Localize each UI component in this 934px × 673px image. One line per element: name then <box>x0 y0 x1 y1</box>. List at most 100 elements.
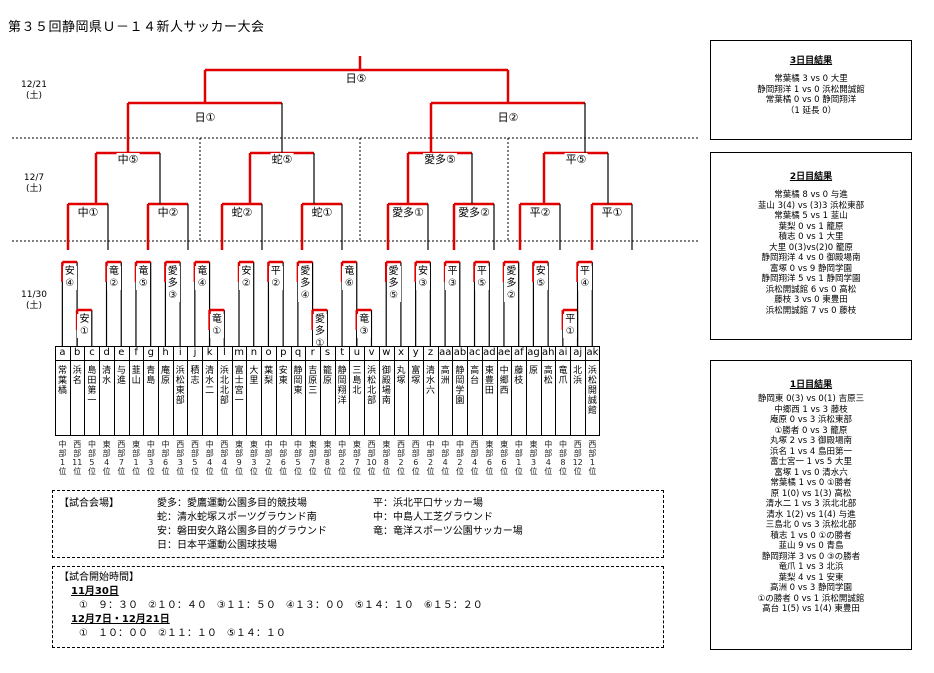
team-name: 藤枝 <box>514 366 524 386</box>
team-code: q <box>294 347 302 358</box>
result-line: 積志 0 vs 1 大里 <box>778 232 844 242</box>
team-grid-column-line <box>349 346 351 436</box>
team-seed: 中部1位 <box>514 440 523 476</box>
match-label-r1: 平① <box>563 314 578 338</box>
result-line: 葉梨 0 vs 1 籠原 <box>778 221 844 232</box>
team-seed: 中部2位 <box>264 440 273 476</box>
result-line: 静岡翔洋 4 vs 0 御殿場南 <box>761 253 861 263</box>
team-seed: 西部4位 <box>220 440 229 476</box>
team-name: 北浜 <box>573 366 583 386</box>
match-label-r1: 愛多⑤ <box>386 266 401 302</box>
venue-list-right: 平：浜北平口サッカー場 中：中島人工芝グラウンド 竜：竜洋スポーツ公園サッカー場 <box>373 498 523 537</box>
team-code: ad <box>483 347 496 358</box>
result-line: 常葉橘 5 vs 1 韮山 <box>774 211 848 221</box>
match-label-r2: 中① <box>76 206 100 219</box>
match-label-r2: 蛇① <box>310 206 334 219</box>
team-name: 富士宮一 <box>234 366 244 406</box>
match-label-r1: 安⑤ <box>533 266 548 290</box>
venue-header: 【試合会場】 <box>59 498 119 509</box>
team-seed: 中部4位 <box>544 440 553 476</box>
result-line: 常葉橘 1 vs 0 ①勝者 <box>770 478 852 488</box>
team-grid-column-line <box>496 346 498 436</box>
team-seed: 東部9位 <box>235 440 244 476</box>
team-code: d <box>103 347 110 358</box>
team-code: y <box>412 347 419 358</box>
team-code: ag <box>527 347 540 358</box>
team-seed: 中部1位 <box>58 440 67 476</box>
match-label-r3: 平⑤ <box>564 153 588 166</box>
match-label-r1: 平③ <box>445 266 460 290</box>
match-label-r1: 愛多① <box>312 314 327 350</box>
team-code: af <box>513 347 524 358</box>
team-seed: 中部2位 <box>455 440 464 476</box>
team-seed: 東部7位 <box>308 440 317 476</box>
team-name: 浜名 <box>72 366 82 386</box>
team-code: j <box>193 347 197 358</box>
team-grid-column-line <box>481 346 483 436</box>
team-name: 安東 <box>278 366 288 386</box>
result-line: 高洲 0 vs 3 静岡学園 <box>769 583 853 593</box>
page-title: 第３５回静岡県Ｕ－１４新人サッカー大会 <box>8 20 265 35</box>
team-name: 高台 <box>470 366 480 386</box>
team-grid-column-line <box>261 346 263 436</box>
result-line: 静岡翔洋 1 vs 0 浜松開誠館 <box>757 84 865 95</box>
team-name: 清水 <box>102 366 112 386</box>
day-label-11-30: 11/30(土) <box>21 290 47 311</box>
team-name: 清水二 <box>205 366 215 396</box>
team-grid-column-line <box>423 346 424 436</box>
team-seed: 東部8位 <box>323 440 332 476</box>
times-box: 【試合開始時間】 11月30日 ① ９：３０ ②１０：４０ ③１１：５０ ④１３… <box>52 566 664 648</box>
match-label-r3: 中⑤ <box>116 153 140 166</box>
team-name: 竜爪 <box>558 366 568 386</box>
match-label-r1: 竜④ <box>195 266 210 290</box>
team-code: g <box>147 347 154 358</box>
team-seed: 西部1位 <box>588 440 597 476</box>
match-label-r1: 竜③ <box>357 314 372 338</box>
team-name: 御殿場南 <box>381 366 391 406</box>
team-seed: 中部2位 <box>426 440 435 476</box>
result-line: 韮山 3(4) vs (3)3 浜松東部 <box>757 200 865 211</box>
result-line: 葉梨 4 vs 1 安東 <box>778 572 844 583</box>
result-line: 清水二 1 vs 3 浜北北部 <box>765 499 857 509</box>
team-name: 高洲 <box>440 366 450 386</box>
result-line: 常葉橘 3 vs 0 大里 <box>774 74 848 84</box>
match-label-final: 日⑤ <box>344 72 368 85</box>
team-grid-frame <box>55 346 600 436</box>
result-panel-day3: 3日目結果 常葉橘 3 vs 0 大里静岡翔洋 1 vs 0 浜松開誠館常葉橘 … <box>710 40 912 140</box>
venue-box: 【試合会場】 愛多：愛鷹運動公園多目的競技場 蛇：清水蛇塚スポーツグラウンド南 … <box>52 490 664 558</box>
match-label-r1: 竜⑥ <box>342 266 357 290</box>
match-label-r2: 平① <box>600 206 624 219</box>
panel-title: 2日目結果 <box>789 172 833 182</box>
team-seed: 西部2位 <box>397 440 406 476</box>
result-line: 庵原 0 vs 3 浜松東部 <box>769 415 853 425</box>
team-name: 与進 <box>116 366 126 386</box>
panel-lines: 静岡東 0(3) vs 0(1) 吉原三中郷西 1 vs 3 藤枝庵原 0 vs… <box>711 394 911 615</box>
team-grid-divider <box>55 360 600 361</box>
match-label-r3: 愛多⑤ <box>423 153 457 166</box>
team-name: 清水六 <box>425 366 435 396</box>
result-line: 韮山 9 vs 0 青島 <box>778 541 844 551</box>
result-line: 静岡翔洋 3 vs 0 ③の勝者 <box>761 551 861 562</box>
team-name: 積志 <box>190 366 200 386</box>
team-seed: 東部6位 <box>500 440 509 476</box>
team-name: 吉原三 <box>308 366 318 396</box>
panel-title: 1日目結果 <box>789 380 833 390</box>
team-code: ab <box>453 347 467 358</box>
match-label-r1: 愛多③ <box>165 266 180 302</box>
team-code: aa <box>439 347 452 358</box>
result-line: ①の勝者 0 vs 1 浜松開誠館 <box>757 593 865 604</box>
result-panel-day1: 1日目結果 静岡東 0(3) vs 0(1) 吉原三中郷西 1 vs 3 藤枝庵… <box>710 360 912 650</box>
result-line: 藤枝 3 vs 0 東豊田 <box>774 295 848 305</box>
team-code: m <box>234 347 244 358</box>
result-line: 三島北 0 vs 3 浜松北部 <box>765 520 857 530</box>
team-grid-column-line <box>231 346 233 436</box>
team-grid-column-line <box>69 346 71 436</box>
team-grid-column-line <box>364 346 366 436</box>
team-seed: 中部6位 <box>161 440 170 476</box>
team-code: k <box>206 347 213 358</box>
team-grid-column-line <box>437 346 439 436</box>
day-label-12-7: 12/7(土) <box>23 173 45 194</box>
team-code: i <box>178 347 182 358</box>
result-line: 丸塚 2 vs 3 御殿場南 <box>769 436 853 446</box>
team-seed: 東部3位 <box>529 440 538 476</box>
